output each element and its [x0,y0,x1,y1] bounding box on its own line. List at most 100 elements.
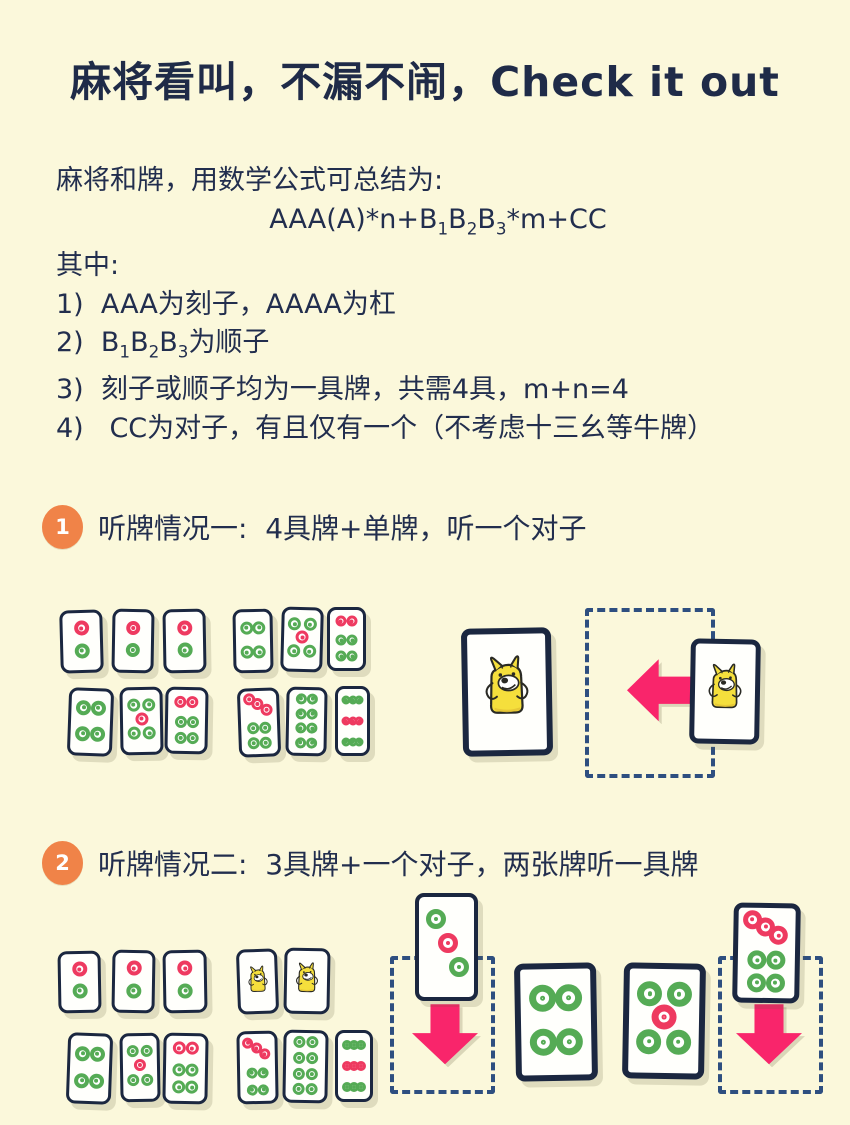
mahjong-cat-tile [689,638,761,745]
circle-dot-core [357,739,362,744]
circle-dot [665,1029,692,1056]
section-1-heading: 听牌情况一: 4具牌+单牌，听一个对子 [98,512,587,546]
rule-item: 2) B1B2B3为顺子 [56,327,270,362]
circle-dot-core [352,1064,356,1069]
circle-dot [89,726,106,743]
circle-dot-core [456,965,461,970]
circle-dot-core [350,739,355,744]
circle-dot-core [350,719,355,724]
circle-dot-core [310,1040,315,1045]
circle-dot-core [261,1071,266,1076]
circle-dot [259,737,272,750]
circle-dot-core [310,741,315,746]
mahjong-tile-circles-8 [282,1029,329,1104]
circle-dot-core [261,1087,266,1092]
circle-dot-core [349,619,354,624]
winning-hand-formula: AAA(A)*n+B1B2B3*m+CC [269,203,607,238]
circle-dot [293,1052,306,1065]
circle-dot-core [182,648,187,653]
circle-dot [356,1039,367,1050]
circle-dot [239,621,253,635]
circle-dot-core [310,1056,315,1061]
circle-dot-core [298,741,303,746]
circle-dot [302,645,316,659]
circle-dot-core [350,654,355,659]
circle-dot-core [299,696,304,702]
circle-dot [186,695,199,709]
circle-dot-core [359,1085,364,1090]
mahjong-tile-circles-2 [162,949,208,1014]
circle-dot-core [296,1087,301,1092]
circle-dot-core [144,1049,149,1054]
circle-dot-core [131,731,136,736]
circle-dot [305,1083,318,1096]
circle-dot-core [262,725,267,730]
circle-dot-core [81,705,86,710]
circle-dot [346,650,358,662]
section-2-badge: 2 [42,841,83,886]
circle-dot [142,698,156,712]
circle-dot [555,1028,584,1056]
circle-dot-core [433,917,438,922]
circle-dot [529,1028,557,1057]
circle-dot [306,708,319,720]
circle-dot [74,643,90,659]
circle-dot-core [131,966,136,971]
circle-dot-core [190,736,195,741]
section-1-header: 1 听牌情况一: 4具牌+单牌，听一个对子 [42,504,850,550]
mahjong-tile-circles-5 [621,962,707,1080]
circle-dot [666,981,692,1008]
circle-dot [305,1068,319,1081]
circle-dot-core [307,649,312,654]
circle-dot [89,1046,106,1062]
circle-dot-core [257,650,262,655]
circle-dot-core [95,1052,100,1057]
circle-dot-core [246,697,251,702]
circle-dot-core [95,732,100,737]
circle-dot-core [190,699,195,704]
circle-dot [141,1074,154,1087]
circle-dot [177,642,193,659]
circle-dot [176,620,192,636]
circle-dot-core [189,1085,194,1090]
mahjong-tile-circles-5 [280,606,324,673]
circle-dot-core [131,1078,136,1083]
mahjong-tile-circles-5 [119,686,164,756]
circle-dot-core [251,725,256,731]
circle-dot [247,737,261,750]
section-1-diagram [0,580,850,812]
circle-dot-core [300,635,305,640]
circle-dot-core [676,1040,681,1045]
circle-dot [75,700,92,716]
circle-dot [425,909,446,930]
mahjong-cat-tile [460,627,554,758]
circle-dot [306,737,318,749]
circle-dot-core [343,719,348,724]
circle-dot-core [251,741,257,746]
circle-dot-core [264,707,269,712]
circle-dot [769,925,789,946]
mahjong-tile-circles-5 [119,1032,161,1103]
page-title: 麻将看叫，不漏不闹，Check it out [70,58,780,106]
circle-dot [140,1045,153,1058]
circle-dot [90,700,107,717]
circle-dot-core [177,1067,182,1073]
circle-dot [177,983,193,999]
circle-dot [88,1073,105,1090]
circle-dot [174,715,187,729]
mahjong-tile-circles-4 [66,687,115,758]
circle-dot-core [298,712,304,717]
circle-dot [346,615,358,627]
circle-dot-core [178,719,183,724]
circle-dot [293,1036,306,1049]
circle-dot-core [77,989,82,994]
circle-dot [125,643,140,658]
circle-dot-core [646,1039,652,1045]
circle-dot [172,1041,186,1056]
mahjong-tile-circles-3 [415,893,478,1002]
circle-dot [747,973,767,993]
circle-dot-core [307,622,312,627]
circle-dot [74,1045,91,1062]
circle-dot [346,634,358,646]
circle-dot [252,621,266,635]
